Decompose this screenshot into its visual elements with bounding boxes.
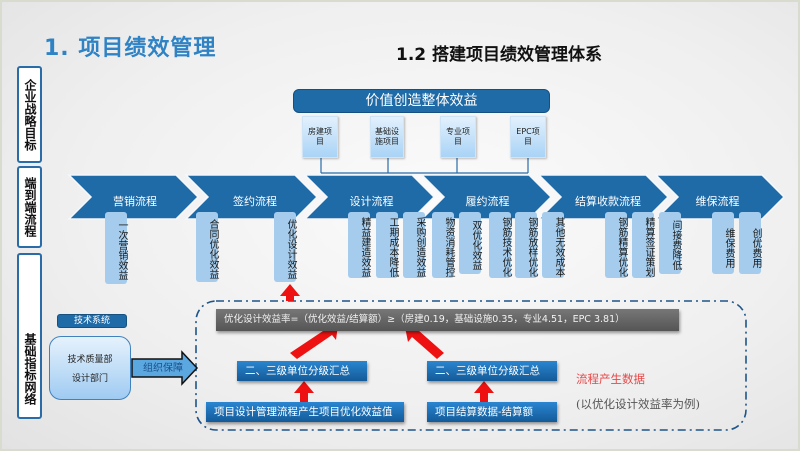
- benefit-box: 工期成本降低: [376, 212, 398, 278]
- arrow-up-right-source: [474, 381, 494, 403]
- process-chevrons: [67, 174, 786, 220]
- data-region-border: [195, 300, 747, 431]
- benefit-box: 钢筋技术优化: [489, 212, 511, 278]
- chevron-label: 签约流程: [233, 195, 277, 208]
- benefit-box: 精益建造效益: [348, 212, 370, 278]
- benefit-box: 合同优化效益: [196, 212, 218, 282]
- arrow-diag-left: [290, 324, 338, 359]
- department-line: 设计部门: [71, 374, 108, 384]
- source-box-left: 项目设计管理流程产生项目优化效益值: [206, 402, 404, 422]
- org-guarantee-label: 组织保障: [143, 363, 183, 374]
- benefit-box: 钢筋精算优化: [605, 212, 627, 278]
- chevron-maintenance: [654, 174, 786, 220]
- benefit-box: 创优费用: [739, 212, 761, 274]
- project-connectors: [320, 158, 529, 174]
- note-process-data: 流程产生数据: [576, 372, 645, 386]
- arrow-diag-right: [405, 325, 444, 359]
- benefit-box: 采购创造效益: [403, 212, 425, 278]
- chevron-label: 履约流程: [465, 195, 510, 208]
- org-guarantee-arrow: [131, 350, 199, 386]
- side-label-strategy: 企业战略目标: [17, 66, 42, 163]
- arrow-up-left-source: [294, 381, 314, 403]
- source-box-right: 项目结算数据-结算额: [427, 402, 557, 422]
- chevron-label: 维保流程: [695, 195, 740, 208]
- benefit-box: 钢筋放样优化: [515, 212, 537, 278]
- benefit-box: 优化设计效益: [274, 212, 296, 282]
- main-title: 1. 项目绩效管理: [44, 36, 217, 61]
- project-type-box: EPC项目: [510, 116, 546, 158]
- value-creation-bar: 价值创造整体效益: [293, 89, 550, 113]
- benefit-box: 其他无效成本: [542, 212, 564, 278]
- chevron-label: 结算收款流程: [575, 195, 641, 208]
- department-line: 技术质量部: [67, 355, 113, 365]
- benefit-box: 物资消耗管控: [432, 212, 454, 278]
- summary-box-left: 二、三级单位分级汇总: [237, 361, 367, 381]
- red-arrows: [280, 284, 494, 403]
- tech-system-label: 技术系统: [57, 314, 127, 328]
- sub-title: 1.2 搭建项目绩效管理体系: [396, 45, 603, 65]
- note-example: (以优化设计效益率为例): [576, 397, 700, 411]
- side-label-process: 端到端流程: [17, 166, 42, 248]
- project-type-box: 房建项目: [302, 116, 338, 158]
- benefit-box: 双优化效益: [459, 212, 481, 274]
- department-box: 技术质量部 设计部门: [49, 336, 131, 400]
- benefit-box: 一次营销效益: [105, 212, 127, 284]
- project-type-box: 专业项目: [440, 116, 476, 158]
- summary-box-right: 二、三级单位分级汇总: [427, 361, 557, 381]
- arrow-up-to-design-benefit: [280, 284, 300, 301]
- formula-bar: 优化设计效益率=（优化效益/结算额）≥（房建0.19，基础设施0.35，专业4.…: [216, 309, 679, 331]
- side-label-basis: 基础指标网络: [17, 253, 42, 419]
- benefit-box: 精算签证策划: [632, 212, 654, 278]
- chevron-marketing: [67, 174, 200, 220]
- project-type-box: 基础设施项目: [370, 116, 404, 158]
- benefit-box: 维保费用: [712, 212, 734, 274]
- chevron-label: 设计流程: [349, 195, 394, 208]
- benefit-box: 间接费降低: [659, 212, 681, 274]
- chevron-label: 营销流程: [113, 195, 157, 208]
